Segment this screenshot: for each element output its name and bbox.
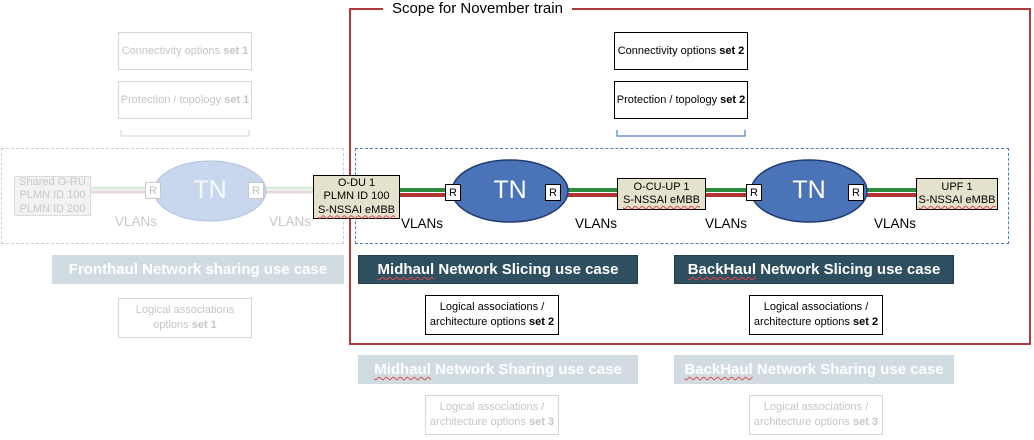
tn-label-midhaul: TN bbox=[493, 176, 527, 204]
logical-associations-set2-backhaul: Logical associations / architecture opti… bbox=[749, 295, 883, 335]
protection-topology-set1: Protection / topology set 1 bbox=[118, 81, 252, 119]
vlan-label: VLANs bbox=[874, 216, 917, 231]
protection-topology-set2: Protection / topology set 2 bbox=[614, 81, 748, 119]
router-icon: R bbox=[848, 184, 864, 201]
vlan-label: VLANs bbox=[401, 216, 444, 231]
backhaul-sharing-use-case: BackHaul Network Sharing use case bbox=[674, 355, 954, 384]
fronthaul-sharing-use-case: Fronthaul Network sharing use case bbox=[52, 255, 344, 284]
tn-label-backhaul: TN bbox=[792, 176, 826, 204]
midhaul-slicing-use-case: Midhaul Network Slicing use case bbox=[358, 255, 638, 284]
connectivity-options-set2: Connectivity options set 2 bbox=[614, 32, 748, 70]
connectivity-options-set1: Connectivity options set 1 bbox=[118, 32, 252, 70]
vlan-label: VLANs bbox=[115, 214, 158, 229]
router-icon: R bbox=[248, 182, 264, 199]
vlan-label: VLANs bbox=[269, 214, 312, 229]
router-icon: R bbox=[145, 182, 161, 199]
router-icon: R bbox=[545, 184, 561, 201]
logical-associations-set3-backhaul: Logical associations / architecture opti… bbox=[749, 395, 883, 435]
logical-associations-set1: Logical associations options set 1 bbox=[118, 298, 252, 338]
vlan-label: VLANs bbox=[575, 216, 618, 231]
router-icon: R bbox=[746, 184, 762, 201]
logical-associations-set2-midhaul: Logical associations / architecture opti… bbox=[425, 295, 559, 335]
midhaul-sharing-use-case: Midhaul Network Sharing use case bbox=[358, 355, 638, 384]
router-icon: R bbox=[445, 184, 461, 201]
logical-associations-set3-midhaul: Logical associations / architecture opti… bbox=[425, 395, 559, 435]
scope-title: Scope for November train bbox=[383, 0, 572, 17]
vlan-label: VLANs bbox=[705, 216, 748, 231]
tn-label-fronthaul: TN bbox=[193, 176, 227, 204]
backhaul-slicing-use-case: BackHaul Network Slicing use case bbox=[674, 255, 954, 284]
